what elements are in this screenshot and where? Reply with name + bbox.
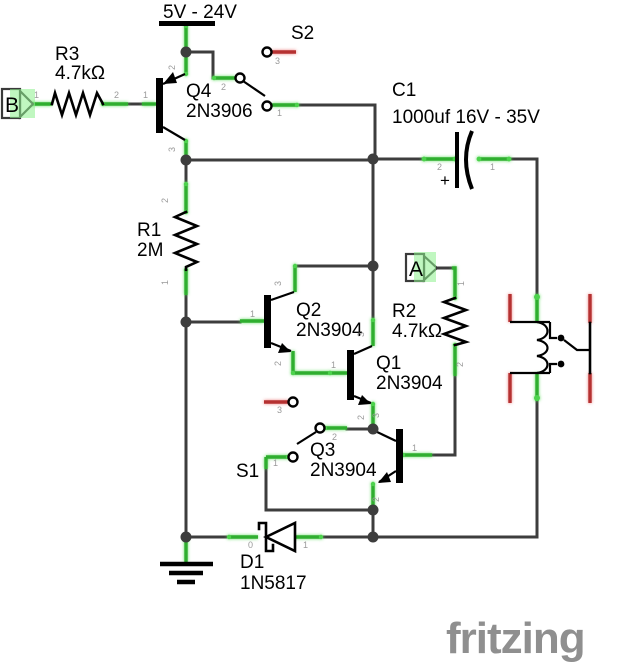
c1-ref: C1 bbox=[392, 80, 416, 101]
svg-text:3: 3 bbox=[371, 413, 381, 418]
terminal-b[interactable]: B bbox=[0, 87, 35, 120]
q4-value: 2N3906 bbox=[186, 101, 253, 122]
d1-ref: D1 bbox=[240, 552, 264, 573]
svg-text:3: 3 bbox=[273, 281, 283, 286]
wire[interactable] bbox=[507, 157, 539, 296]
connected-pins bbox=[30, 23, 540, 562]
svg-text:1: 1 bbox=[456, 281, 466, 286]
svg-text:1: 1 bbox=[143, 90, 148, 100]
wire[interactable] bbox=[184, 293, 242, 324]
relay-coil bbox=[536, 320, 549, 375]
transistor-q4[interactable]: Q4 2N3906 bbox=[156, 72, 253, 141]
svg-text:1: 1 bbox=[250, 309, 255, 319]
q2-ref: Q2 bbox=[296, 300, 321, 321]
r2-value: 4.7kΩ bbox=[392, 321, 442, 342]
q3-value: 2N3904 bbox=[310, 460, 377, 481]
s2-ref: S2 bbox=[291, 23, 314, 44]
svg-text:2: 2 bbox=[114, 90, 119, 100]
wire[interactable] bbox=[430, 375, 457, 457]
s1-ref: S1 bbox=[236, 461, 259, 482]
svg-text:2: 2 bbox=[167, 65, 177, 70]
wire[interactable] bbox=[264, 467, 375, 512]
svg-text:3: 3 bbox=[275, 56, 280, 66]
terminal-a[interactable]: A bbox=[404, 252, 439, 283]
r1-ref: R1 bbox=[137, 220, 161, 241]
power-rail-label: 5V - 24V bbox=[163, 2, 237, 23]
svg-text:3: 3 bbox=[167, 147, 177, 152]
svg-text:1: 1 bbox=[277, 108, 282, 118]
svg-text:3: 3 bbox=[356, 332, 366, 337]
r1-value: 2M bbox=[137, 240, 163, 261]
resistor-r3[interactable]: R3 4.7kΩ bbox=[50, 44, 105, 120]
transistor-q3[interactable]: Q3 2N3904 bbox=[310, 429, 403, 483]
svg-text:2: 2 bbox=[455, 362, 465, 367]
q2-emitter-arrow bbox=[278, 343, 291, 353]
svg-text:2: 2 bbox=[371, 497, 381, 502]
q4-emitter-arrow bbox=[163, 72, 177, 84]
pin-numbers: 1 2 1 2 3 3 2 1 2 1 2 1 3 1 2 1 3 2 3 1 … bbox=[34, 56, 495, 550]
q3-ref: Q3 bbox=[310, 440, 335, 461]
r2-ref: R2 bbox=[392, 301, 416, 322]
svg-text:1: 1 bbox=[303, 540, 308, 550]
wire[interactable] bbox=[293, 157, 375, 268]
fritzing-watermark: fritzing bbox=[446, 614, 585, 663]
relay-unconnected-pins bbox=[508, 294, 592, 403]
svg-text:2: 2 bbox=[160, 198, 170, 203]
d1-value: 1N5817 bbox=[240, 573, 307, 594]
terminal-b-label: B bbox=[5, 94, 19, 117]
resistor-r1[interactable]: R1 2M bbox=[137, 210, 201, 272]
svg-text:2: 2 bbox=[356, 415, 366, 420]
relay-lever bbox=[563, 339, 590, 352]
svg-text:2: 2 bbox=[332, 432, 337, 442]
q3-emitter-arrow bbox=[378, 472, 391, 483]
svg-text:1: 1 bbox=[273, 458, 278, 468]
relay[interactable] bbox=[508, 294, 592, 403]
s2-lever bbox=[242, 80, 266, 97]
svg-text:1: 1 bbox=[34, 90, 39, 100]
switch-s1[interactable]: S1 bbox=[236, 396, 326, 483]
capacitor-c1[interactable]: + C1 1000uf 16V - 35V bbox=[392, 80, 540, 190]
terminal-a-label: A bbox=[409, 258, 423, 281]
svg-text:1: 1 bbox=[490, 162, 495, 172]
q2-value: 2N3904 bbox=[296, 320, 363, 341]
svg-text:0: 0 bbox=[248, 540, 253, 550]
wire[interactable] bbox=[319, 399, 539, 539]
q1-emitter-arrow bbox=[358, 395, 371, 405]
wire[interactable] bbox=[184, 50, 215, 80]
q1-ref: Q1 bbox=[376, 353, 401, 374]
c1-plus: + bbox=[440, 171, 450, 190]
switch-s2[interactable]: S2 bbox=[234, 23, 315, 112]
svg-text:2: 2 bbox=[437, 162, 442, 172]
svg-text:1: 1 bbox=[412, 443, 417, 453]
q1-value: 2N3904 bbox=[376, 373, 443, 394]
transistor-q1[interactable]: Q1 2N3904 bbox=[347, 344, 443, 405]
junction-dots bbox=[180, 46, 379, 543]
svg-text:3: 3 bbox=[277, 405, 282, 415]
transistor-q2[interactable]: Q2 2N3904 bbox=[264, 290, 363, 353]
terminal-a-highlight bbox=[414, 252, 436, 282]
ground-symbol[interactable] bbox=[160, 561, 213, 585]
terminal-b-highlight bbox=[10, 89, 35, 118]
svg-text:2: 2 bbox=[273, 361, 283, 366]
r3-value: 4.7kΩ bbox=[55, 63, 105, 84]
svg-text:1: 1 bbox=[160, 280, 170, 285]
q4-ref: Q4 bbox=[186, 81, 212, 102]
svg-text:1: 1 bbox=[331, 360, 336, 370]
diode-d1[interactable]: D1 1N5817 bbox=[240, 520, 307, 594]
svg-text:2: 2 bbox=[221, 82, 226, 92]
power-rail-symbol[interactable]: 5V - 24V bbox=[159, 2, 237, 26]
s1-lever bbox=[296, 431, 317, 445]
r3-ref: R3 bbox=[55, 44, 79, 65]
wire[interactable] bbox=[295, 103, 377, 159]
resistor-r2[interactable]: R2 4.7kΩ bbox=[392, 296, 471, 347]
c1-value: 1000uf 16V - 35V bbox=[392, 107, 540, 128]
